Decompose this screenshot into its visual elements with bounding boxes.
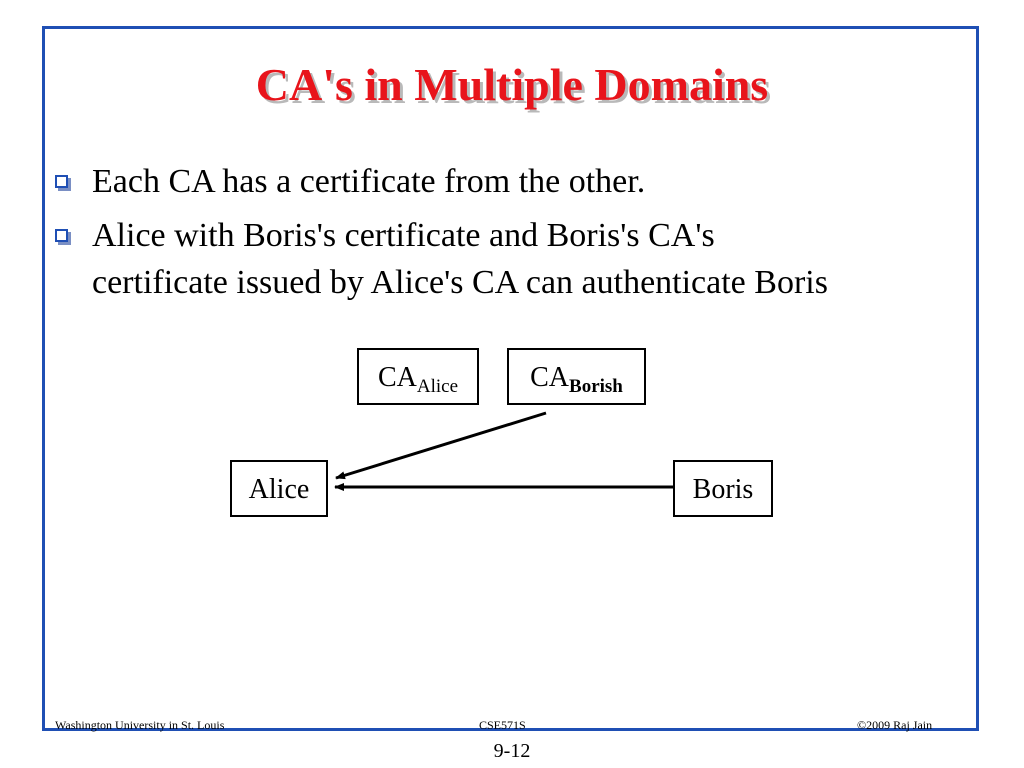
ca-alice-subscript: Alice [416, 376, 459, 397]
bullet-text-line-1: Alice with Boris's certificate and Boris… [92, 217, 715, 254]
ca-borish-subscript: Borish [569, 376, 623, 397]
boris-box: Boris [673, 460, 773, 517]
bullet-text: Each CA has a certificate from the other… [92, 163, 646, 200]
footer-center: CSE571S [479, 718, 526, 732]
ca-alice-label: CA [377, 362, 417, 393]
ca-borish-label: CA [530, 362, 570, 393]
page-number: 9-12 [493, 740, 531, 762]
footer-right: ©2009 Raj Jain [857, 718, 933, 732]
hollow-square-bullet-icon [55, 229, 68, 242]
slide-title: CA's in Multiple Domains [255, 59, 769, 110]
ca-alice-box: CAAlice [357, 348, 479, 405]
footer-left: Washington University in St. Louis [55, 718, 225, 732]
ca-borish-box: CABorish [507, 348, 646, 405]
hollow-square-bullet-icon [55, 175, 68, 188]
bullet-text-line-2: certificate issued by Alice's CA can aut… [92, 264, 828, 301]
alice-box: Alice [230, 460, 328, 517]
ca-borish-to-alice-arrow [335, 411, 547, 480]
